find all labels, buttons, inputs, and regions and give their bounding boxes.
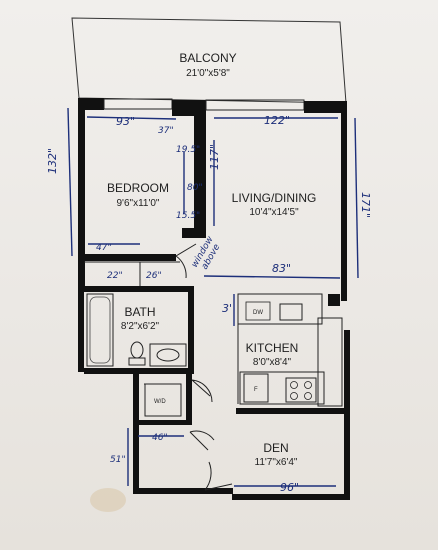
wall-bath-right [188, 286, 194, 370]
note-19-5: 19.5" [176, 145, 200, 155]
window-bedroom [103, 98, 173, 110]
wall-bedroom-bottom [84, 254, 176, 261]
paper-stain [90, 488, 126, 512]
note-132: 132" [46, 148, 59, 174]
burner-3 [290, 392, 298, 400]
dishwasher-label: DW [253, 310, 263, 316]
note-171: 171" [359, 192, 372, 218]
bedroom-dims: 9'6"x11'0" [117, 198, 160, 209]
note-122: 122" [264, 114, 290, 127]
bathtub-inner [89, 296, 111, 364]
note-51: 51" [110, 455, 126, 465]
den-dims: 11'7"x6'4" [255, 457, 298, 468]
wall-den-left [133, 446, 139, 494]
wall-left-lower [78, 256, 85, 286]
wall-bedroom-living [194, 112, 206, 230]
fridge [243, 373, 269, 403]
kitchen-name: KITCHEN [246, 341, 299, 355]
bathtub [86, 293, 114, 367]
fridge-label: F [254, 387, 258, 393]
living-name: LIVING/DINING [232, 191, 317, 205]
wall-laundry-right [186, 374, 192, 420]
washer-dryer-label: W/D [154, 399, 166, 405]
wall-hall-left [133, 374, 139, 446]
living-dims: 10'4"x14'5" [249, 207, 299, 218]
kitchen-dims: 8'0"x8'4" [253, 357, 292, 368]
bath-sink [156, 348, 180, 362]
bath-dims: 8'2"x6'2" [121, 321, 160, 332]
note-117: 117" [208, 144, 221, 170]
wall-right [341, 101, 347, 301]
bedroom-width-line [86, 116, 177, 120]
den-name: DEN [263, 441, 288, 455]
washer-dryer [144, 383, 182, 417]
wall-left-bath [78, 284, 84, 372]
laundry-door [191, 379, 213, 403]
wall-closet-post [182, 228, 206, 238]
wall-den-bottom [133, 488, 233, 494]
wall-right-lower [344, 330, 350, 500]
wall-top-right [304, 101, 346, 113]
note-83: 83" [272, 262, 291, 275]
wall-bath-bottom [84, 368, 194, 374]
stove [285, 377, 317, 403]
note-3ft: 3' [222, 302, 232, 315]
entry-door [204, 461, 233, 491]
bath-vanity [149, 343, 187, 367]
wall-bath-top [84, 286, 194, 292]
burner-2 [304, 381, 312, 389]
kitchen-column [328, 294, 340, 306]
note-93: 93" [116, 115, 135, 128]
balcony-dims: 21'0"x5'8" [186, 68, 230, 79]
kitchen-counter-right [317, 317, 343, 407]
bedroom-height-line [67, 107, 73, 257]
note-15-5: 15.5" [176, 211, 200, 221]
kitchen-counter-top [237, 293, 323, 325]
dishwasher [245, 301, 271, 321]
note-46: 46" [152, 433, 168, 443]
toilet-tank [128, 357, 146, 366]
wall-den-top [236, 408, 348, 414]
bedroom-name: BEDROOM [107, 181, 169, 195]
note-96: 96" [280, 481, 299, 494]
note-80: 80" [187, 183, 203, 193]
toilet [130, 341, 144, 359]
wall-left-upper [78, 98, 85, 260]
burner-4 [304, 392, 312, 400]
bedroom-door [175, 243, 197, 279]
closet-door [189, 430, 215, 451]
kitchen-width-line [203, 275, 341, 279]
note-47: 47" [96, 243, 112, 253]
note-37: 37" [158, 126, 174, 136]
balcony-name: BALCONY [179, 51, 236, 65]
bath-name: BATH [124, 305, 155, 319]
living-height-line [354, 117, 359, 279]
kitchen-sink [279, 303, 303, 321]
kitchen-counter-bottom [239, 371, 325, 405]
note-22: 22" [107, 271, 123, 281]
note-26: 26" [146, 271, 162, 281]
wall-laundry-bottom [139, 420, 192, 425]
burner-1 [290, 381, 298, 389]
wall-den-bottom-right [232, 494, 350, 500]
